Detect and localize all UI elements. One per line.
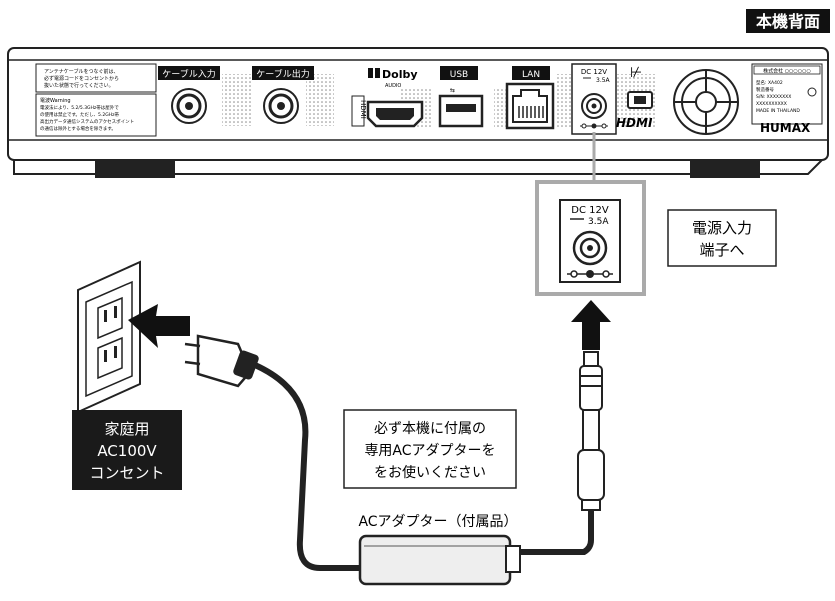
- device-back-panel: アンテナケーブルをつなぐ前は、 必ず電源コードをコンセントから 抜いた状態で行っ…: [7, 47, 829, 178]
- warning-text: 電波法により、5.2/5.3GHz帯は屋外で: [40, 104, 119, 111]
- hdmi-vertical-label: HDMI: [359, 100, 367, 119]
- hdmi-port[interactable]: [366, 100, 424, 128]
- power-input-callout: [667, 209, 777, 267]
- notice-text: アンテナケーブルをつなぐ前は、: [44, 68, 119, 75]
- dc-label-1: DC 12V: [581, 68, 607, 76]
- notice-line-2: 専用ACアダプターを: [364, 443, 495, 459]
- device-foot: [690, 160, 760, 178]
- lan-label: LAN: [522, 70, 540, 80]
- power-input-label-2: 端子へ: [699, 241, 744, 259]
- hdmi-vertical-label-box: [351, 95, 365, 127]
- ac-adapter: [358, 534, 521, 586]
- ac-cable: [253, 362, 360, 571]
- device-foot: [95, 160, 175, 178]
- notice-box: [343, 409, 517, 489]
- usb-label-bg: [440, 66, 478, 80]
- header-label: 本機背面: [756, 12, 820, 31]
- usb-symbol: ⇆: [450, 87, 455, 94]
- warning-text: 電波Warning: [40, 97, 71, 104]
- adapter-label: ACアダプター（付属品）: [358, 514, 517, 530]
- insert-arrow-up: [571, 300, 611, 350]
- svg-text:Dolby: Dolby: [382, 68, 418, 81]
- outlet-label-2: AC100V: [97, 442, 157, 460]
- notice-text: 必ず電源コードをコンセントから: [44, 75, 119, 82]
- ac-plug: [184, 334, 259, 388]
- sticker-line: MADE IN THAILAND: [756, 108, 800, 114]
- zoom-dc-label-2: 3.5A: [588, 217, 609, 227]
- header-badge: [746, 9, 830, 33]
- lan-label-bg: [512, 66, 550, 80]
- warning-sticker: [35, 93, 157, 137]
- antenna-icon: ⊬: [630, 65, 642, 81]
- wifi-button[interactable]: [627, 91, 653, 109]
- outlet-label-1: 家庭用: [104, 420, 149, 438]
- brand-logo: HUMAX: [760, 121, 811, 135]
- notice-line-1: 必ず本機に付属の: [374, 421, 486, 437]
- usb-label: USB: [450, 70, 468, 80]
- svg-text:AUDIO: AUDIO: [385, 83, 401, 89]
- cable-in-port[interactable]: [171, 88, 207, 124]
- dc-zoom-box: DC 12V 3.5A: [535, 180, 646, 296]
- warning-text: の使用は禁止です。ただし、5.2GHz帯: [40, 111, 119, 118]
- insert-arrow-left: [128, 304, 190, 348]
- hdmi-logo: HDMI: [616, 116, 653, 130]
- warning-text: 高出力データ通信システムのアクセスポイント: [40, 118, 134, 125]
- fan-vent: [673, 69, 739, 135]
- sticker-line: 型名: XA402: [756, 79, 783, 86]
- cable-out-port[interactable]: [263, 88, 299, 124]
- power-input-label-1: 電源入力: [692, 219, 752, 237]
- outlet-label-3: コンセント: [89, 464, 164, 482]
- sticker-title: 株式会社 ○○○○○○: [763, 68, 811, 75]
- usb-port[interactable]: [438, 94, 484, 128]
- sticker-line: XXXXXXXXXX: [756, 101, 787, 107]
- lan-port[interactable]: [505, 82, 555, 130]
- dc-power-port[interactable]: [580, 93, 608, 129]
- wall-outlet: [77, 260, 141, 414]
- zoom-dc-label-1: DC 12V: [571, 205, 609, 216]
- cable-in-label-bg: [158, 66, 220, 80]
- dolby-logo: Dolby AUDIO: [368, 68, 418, 89]
- cable-out-label-bg: [252, 66, 314, 80]
- notice-line-3: をお使いください: [374, 464, 486, 481]
- dc-cable: [520, 510, 594, 555]
- sticker-line: S/N: XXXXXXXX: [756, 94, 791, 100]
- warning-text: の通信は除外とする場合を除きます。: [40, 125, 116, 132]
- outlet-label-box: [72, 410, 182, 490]
- notice-text: 抜いた状態で行ってください。: [44, 82, 114, 89]
- cable-out-label: ケーブル出力: [256, 68, 309, 80]
- cable-in-label: ケーブル入力: [162, 68, 215, 80]
- notice-sticker: [35, 63, 157, 93]
- dc-port-frame: [571, 63, 617, 135]
- dc-label-2: 3.5A: [596, 77, 611, 84]
- sticker-line: 製造番号: [756, 86, 774, 93]
- dc-plug: [577, 351, 605, 511]
